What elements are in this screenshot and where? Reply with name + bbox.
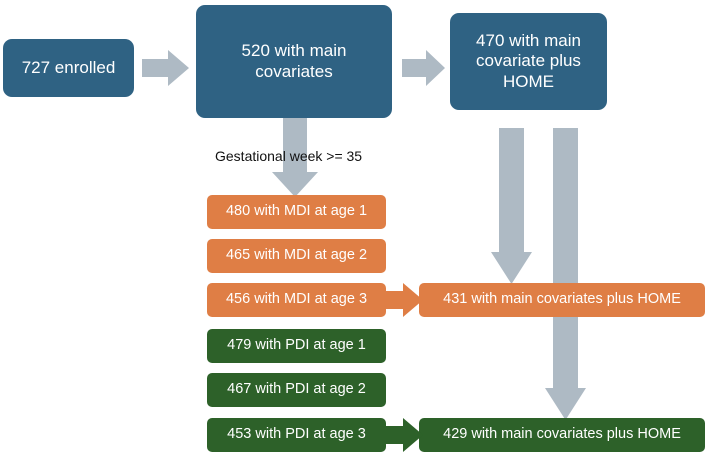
- node-main-covariates[interactable]: 520 with main covariates: [196, 5, 392, 118]
- arrow-main-covariates-to-mdi-age1: [272, 118, 318, 197]
- arrow-main-covariates-to-home: [402, 50, 445, 86]
- arrow-home-to-pdi-result: [545, 128, 586, 420]
- node-main-covariates-label: 520 with main covariates: [241, 41, 347, 81]
- arrow-pdi-age3-to-pdi-result: [378, 418, 423, 452]
- node-mdi-age3-label: 456 with MDI at age 3: [225, 291, 368, 308]
- node-mdi-age1-label: 480 with MDI at age 1: [225, 203, 368, 220]
- node-main-covariate-home[interactable]: 470 with main covariate plus HOME: [450, 13, 607, 110]
- node-pdi-age2[interactable]: 467 with PDI at age 2: [207, 373, 386, 407]
- node-enrolled-label: 727 enrolled: [21, 57, 116, 77]
- node-mdi-result-label: 431 with main covariates plus HOME: [443, 291, 681, 308]
- node-main-covariate-home-label: 470 with main covariate plus HOME: [476, 31, 581, 91]
- node-pdi-age2-label: 467 with PDI at age 2: [227, 381, 366, 398]
- node-mdi-result[interactable]: 431 with main covariates plus HOME: [419, 283, 705, 317]
- node-pdi-age3[interactable]: 453 with PDI at age 3: [207, 418, 386, 452]
- caption-gestational-week: Gestational week >= 35: [215, 148, 363, 164]
- node-pdi-result[interactable]: 429 with main covariates plus HOME: [419, 418, 705, 452]
- node-enrolled[interactable]: 727 enrolled: [3, 39, 134, 97]
- arrow-home-to-mdi-result: [491, 128, 532, 284]
- node-mdi-age2[interactable]: 465 with MDI at age 2: [207, 239, 386, 273]
- node-mdi-age2-label: 465 with MDI at age 2: [225, 247, 368, 264]
- node-pdi-result-label: 429 with main covariates plus HOME: [443, 426, 681, 443]
- node-pdi-age3-label: 453 with PDI at age 3: [227, 426, 366, 443]
- node-mdi-age3[interactable]: 456 with MDI at age 3: [207, 283, 386, 317]
- node-pdi-age1[interactable]: 479 with PDI at age 1: [207, 329, 386, 363]
- node-mdi-age1[interactable]: 480 with MDI at age 1: [207, 195, 386, 229]
- node-pdi-age1-label: 479 with PDI at age 1: [227, 337, 366, 354]
- arrow-enrolled-to-main-covariates: [142, 50, 189, 86]
- arrow-mdi-age3-to-mdi-result: [378, 283, 423, 317]
